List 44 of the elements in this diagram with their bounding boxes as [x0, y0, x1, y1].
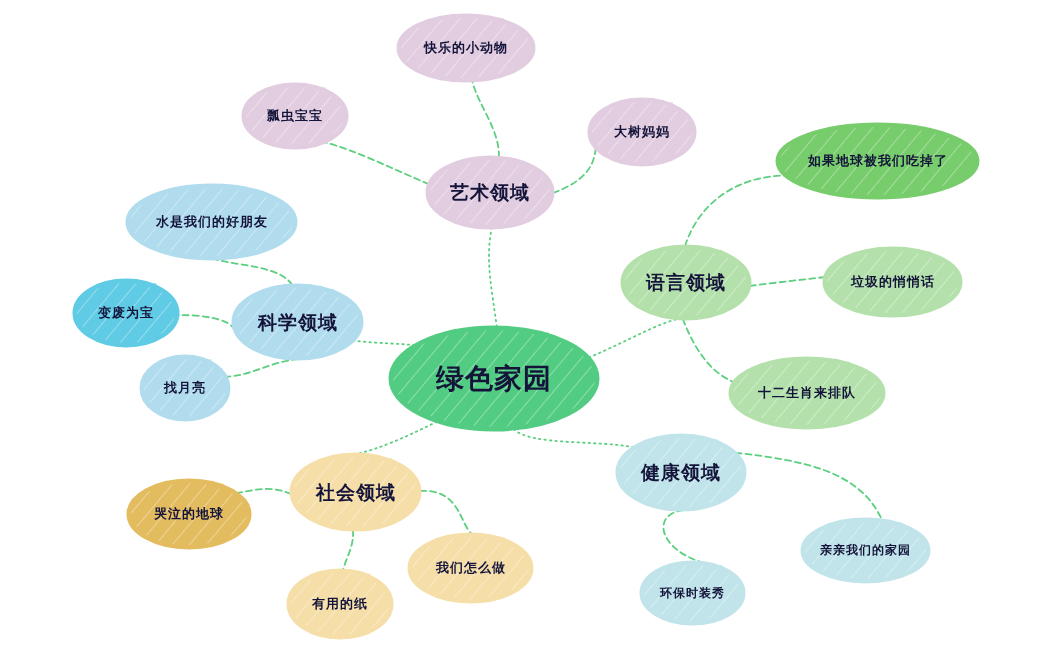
node-label: 哭泣的地球	[154, 506, 224, 522]
topic-ellipse	[126, 478, 252, 550]
node-label: 社会领域	[315, 480, 396, 504]
topic-ellipse	[800, 517, 931, 584]
topic-ellipse	[587, 97, 697, 167]
dashed-connector	[419, 490, 473, 535]
topic-ellipse	[615, 433, 747, 512]
central-topic-ellipse	[388, 325, 600, 432]
node-label: 环保时装秀	[660, 585, 725, 601]
node-label: 科学领域	[257, 310, 338, 334]
node-label: 有用的纸	[312, 596, 368, 612]
topic-ellipse	[425, 155, 555, 230]
topic-ellipse	[72, 278, 180, 348]
dashed-connector	[236, 488, 292, 495]
node-label: 十二生肖来排队	[758, 385, 856, 401]
dashed-connector	[552, 147, 597, 194]
node-label: 健康领域	[641, 461, 721, 484]
node-label: 快乐的小动物	[424, 40, 508, 56]
node-label: 艺术领域	[450, 181, 530, 204]
node-label: 瓢虫宝宝	[267, 108, 323, 124]
node-label: 水是我们的好朋友	[155, 214, 268, 230]
topic-ellipse	[728, 356, 886, 430]
node-label: 如果地球被我们吃掉了	[807, 153, 948, 169]
node-label: 亲亲我们的家园	[820, 543, 911, 558]
topic-ellipse	[620, 244, 752, 321]
topic-ellipse	[139, 354, 231, 422]
node-label: 语言领域	[646, 271, 726, 294]
node-label: 我们怎么做	[435, 560, 506, 576]
topic-ellipse	[407, 532, 534, 604]
node-label: 变废为宝	[98, 305, 154, 321]
topic-ellipse	[639, 560, 746, 626]
node-label: 大树妈妈	[614, 124, 670, 140]
topic-ellipse	[396, 13, 536, 83]
node-label: 找月亮	[164, 380, 206, 396]
dashed-connector	[342, 529, 354, 571]
topic-ellipse	[822, 246, 963, 318]
node-label: 垃圾的悄悄话	[850, 274, 935, 290]
topic-ellipse	[241, 82, 349, 150]
topic-ellipse	[289, 452, 422, 532]
topic-ellipse	[286, 568, 394, 640]
topic-ellipse	[125, 183, 298, 261]
topic-ellipse	[775, 122, 980, 200]
node-label: 绿色家园	[436, 361, 552, 396]
topic-ellipse	[231, 283, 364, 361]
